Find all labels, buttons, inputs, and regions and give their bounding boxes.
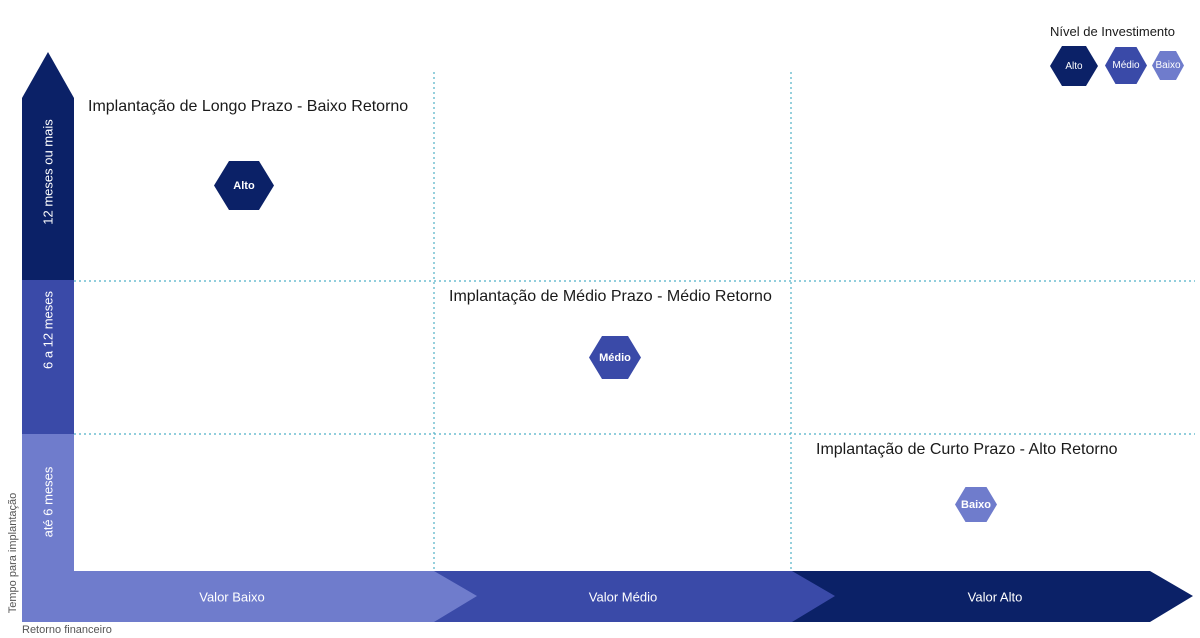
x-axis-label-mid: Valor Médio bbox=[588, 589, 658, 605]
y-axis-caption: Tempo para implantação bbox=[7, 492, 19, 614]
investment-badge-alto: Alto bbox=[214, 161, 274, 210]
investment-badge-label: Baixo bbox=[961, 498, 991, 511]
legend-hex-label: Alto bbox=[1065, 60, 1083, 72]
x-axis-label-high: Valor Alto bbox=[967, 589, 1023, 605]
investment-badge-label: Alto bbox=[233, 179, 255, 192]
y-axis-label-low: até 6 meses bbox=[40, 466, 56, 538]
y-axis-segment-low bbox=[22, 388, 74, 622]
investment-badge-label: Médio bbox=[599, 351, 631, 364]
y-axis-label-high: 12 meses ou mais bbox=[40, 119, 56, 225]
grid-lines bbox=[74, 72, 1195, 571]
legend-title: Nível de Investimento bbox=[1050, 24, 1176, 39]
cell-title-mid-term: Implantação de Médio Prazo - Médio Retor… bbox=[449, 288, 772, 305]
y-axis-label-mid: 6 a 12 meses bbox=[40, 290, 56, 370]
legend-hex-label: Baixo bbox=[1155, 60, 1181, 71]
x-axis-label-low: Valor Baixo bbox=[199, 589, 265, 605]
x-axis-segment-high bbox=[792, 571, 1193, 622]
cell-title-long-term: Implantação de Longo Prazo - Baixo Retor… bbox=[88, 98, 409, 115]
x-axis-caption: Retorno financeiro bbox=[22, 624, 112, 636]
cell-title-short-term: Implantação de Curto Prazo - Alto Retorn… bbox=[816, 441, 1118, 458]
x-axis-segment-low bbox=[22, 571, 477, 622]
x-axis-segment-mid bbox=[434, 571, 835, 622]
legend-hex-baixo: Baixo bbox=[1152, 51, 1184, 80]
legend-hex-label: Médio bbox=[1112, 60, 1140, 71]
y-axis-segment-mid bbox=[22, 234, 74, 434]
investment-badge-medio: Médio bbox=[589, 336, 641, 379]
y-axis-segment-high bbox=[22, 52, 74, 280]
